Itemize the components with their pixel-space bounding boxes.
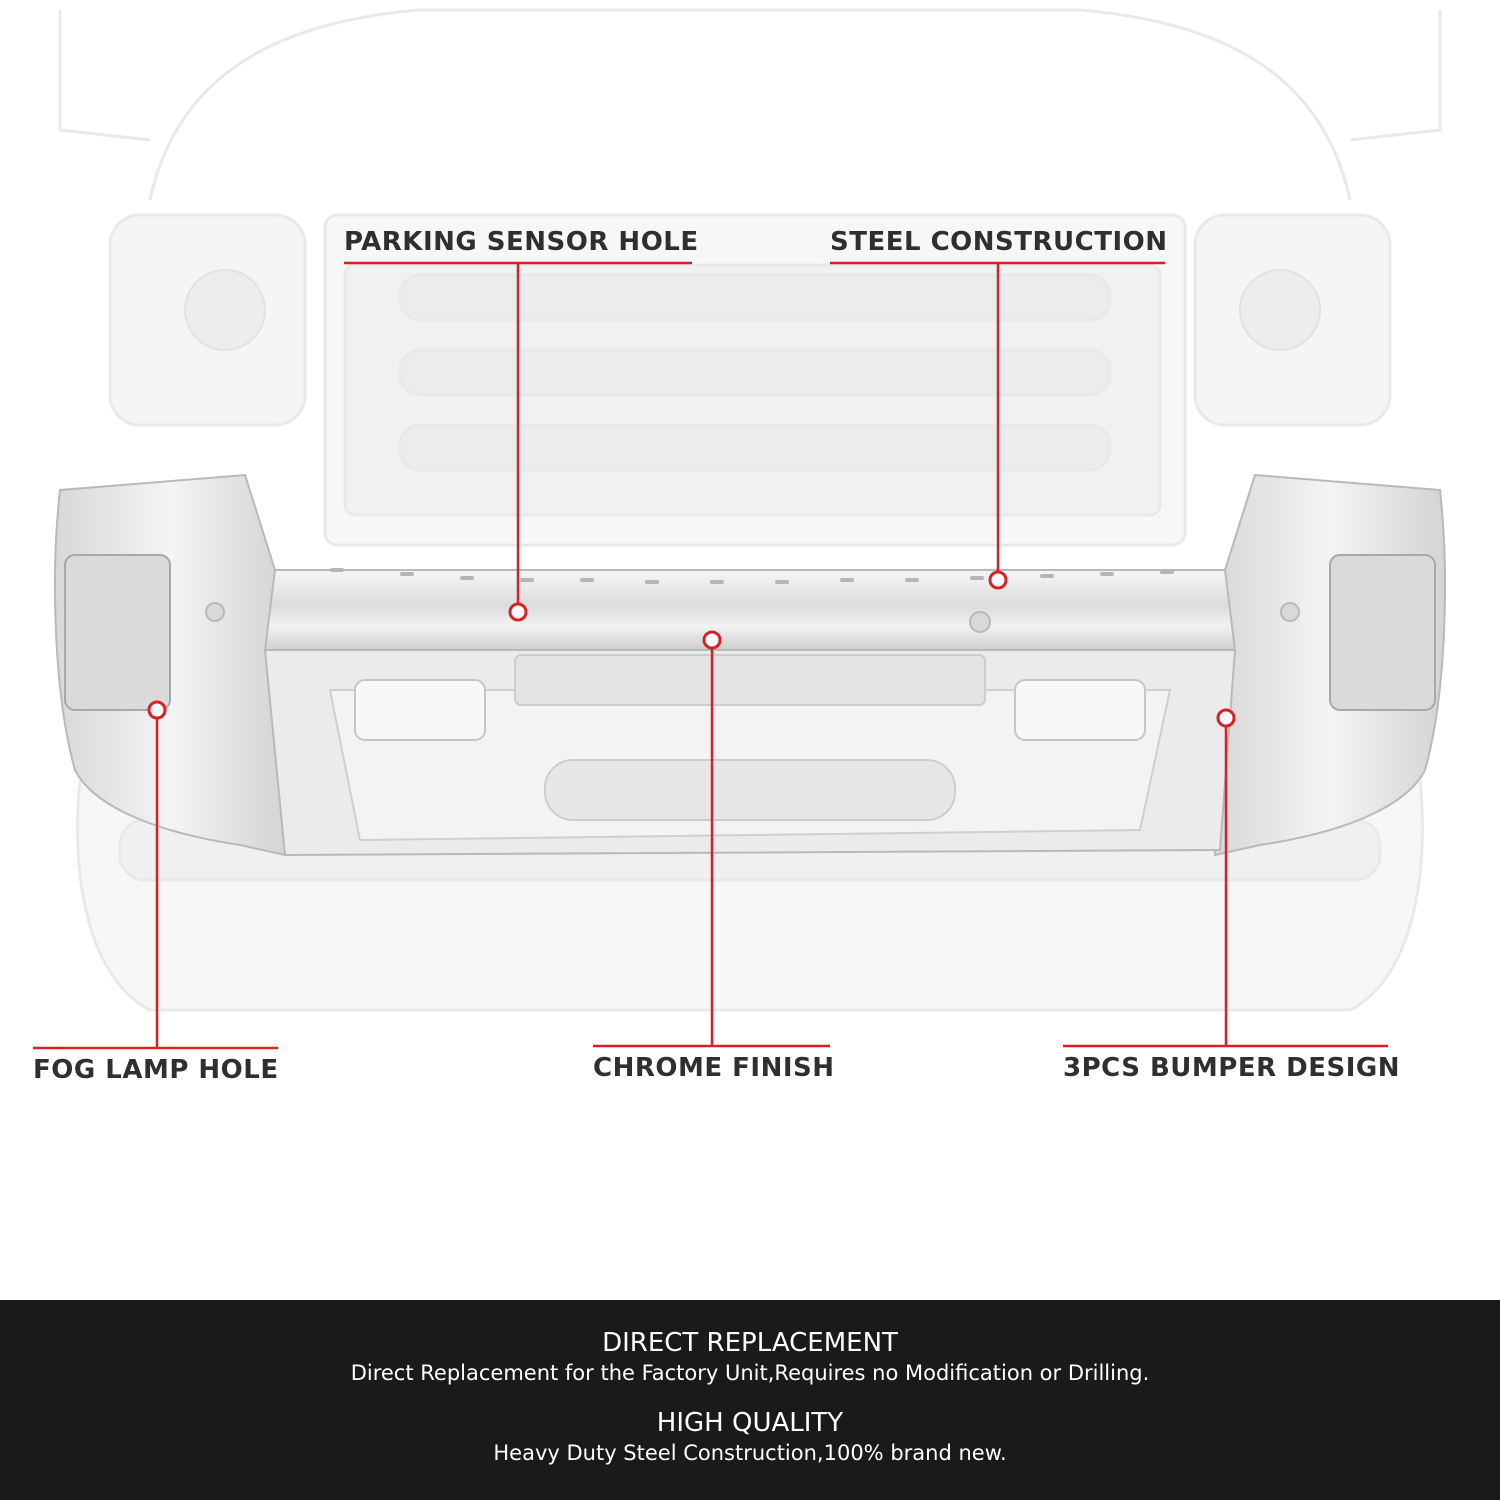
headlights (184, 269, 1321, 351)
marker-parking-sensor (508, 602, 528, 622)
features-footer: DIRECT REPLACEMENT Direct Replacement fo… (0, 1300, 1500, 1500)
truck-silhouette (58, 8, 1442, 1012)
marker-steel-construction (988, 570, 1008, 590)
chrome-bumper (54, 473, 1446, 857)
feature-desc-high-quality: Heavy Duty Steel Construction,100% brand… (493, 1441, 1007, 1465)
callout-fog-lamp-hole: FOG LAMP HOLE (33, 1055, 279, 1085)
bolt-holes (330, 568, 1174, 584)
feature-desc-direct-replacement: Direct Replacement for the Factory Unit,… (350, 1361, 1150, 1385)
feature-title-direct-replacement: DIRECT REPLACEMENT (602, 1328, 898, 1358)
bumper-illustration (33, 8, 1446, 1050)
callout-lines (33, 261, 1388, 1050)
marker-chrome-finish (702, 630, 722, 650)
feature-title-high-quality: HIGH QUALITY (656, 1408, 844, 1438)
marker-bumper-design (1216, 708, 1236, 728)
callout-markers (147, 570, 1236, 728)
callout-bumper-design: 3PCS BUMPER DESIGN (1063, 1053, 1401, 1083)
callout-chrome-finish: CHROME FINISH (593, 1053, 835, 1083)
callout-parking-sensor-hole: PARKING SENSOR HOLE (344, 227, 699, 257)
marker-fog-lamp (147, 700, 167, 720)
callout-steel-construction: STEEL CONSTRUCTION (830, 227, 1168, 257)
